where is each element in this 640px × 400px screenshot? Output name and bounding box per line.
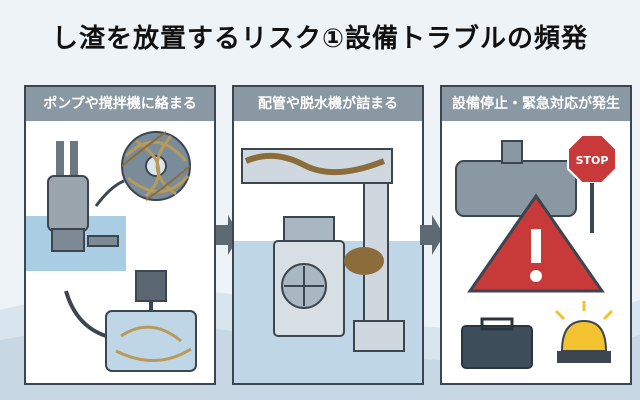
warning-triangle-icon	[467, 193, 605, 293]
flow-arrow-icon	[420, 215, 444, 255]
toolbox-icon	[461, 317, 533, 369]
panel-header: 設備停止・緊急対応が発生	[442, 87, 630, 121]
tangled-impeller-icon	[121, 131, 191, 201]
curved-arrow-icon	[64, 290, 107, 338]
pump-motor-icon	[455, 140, 577, 217]
page-title: し渣を放置するリスク①設備トラブルの頻発	[51, 24, 588, 54]
dewatering-machine-icon	[273, 216, 384, 337]
stop-sign-icon: STOP	[567, 134, 617, 233]
stop-sign-label: STOP	[576, 154, 609, 167]
panel-pipe-clog: 配管や脱水機が詰まる	[232, 85, 424, 385]
pipe-clog-illustration	[234, 148, 422, 383]
panel-pump-tangle: ポンプや撹拌機に絡まる	[24, 85, 216, 385]
panel-header: ポンプや撹拌機に絡まる	[26, 87, 214, 121]
warning-light-icon	[554, 301, 614, 363]
panel-shutdown: 設備停止・緊急対応が発生 STOP	[440, 85, 632, 385]
clogged-pipe-icon	[241, 148, 405, 352]
mixer-tank-icon	[105, 270, 197, 372]
submersible-pump-icon	[47, 141, 119, 252]
arrow-icon	[94, 179, 125, 207]
pump-tangle-illustration	[26, 131, 197, 372]
panel-header: 配管や脱水機が詰まる	[234, 87, 422, 121]
shutdown-illustration: STOP	[455, 134, 617, 369]
